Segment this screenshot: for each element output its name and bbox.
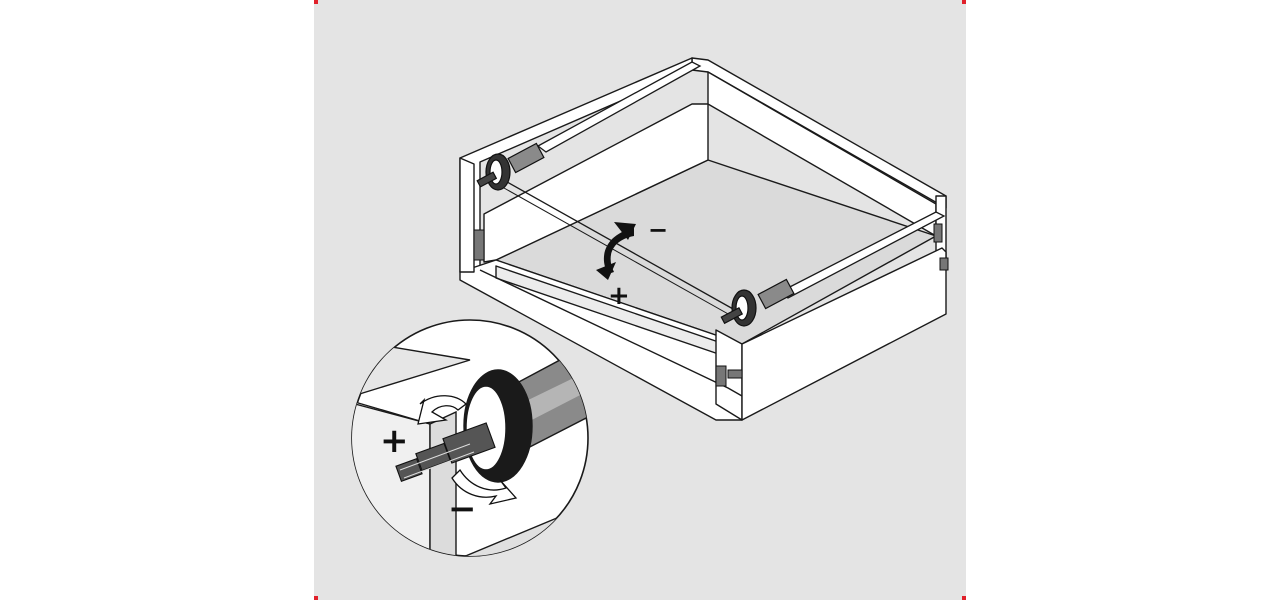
right-front-fitting: [715, 365, 727, 387]
left-adjusting-screw: [476, 171, 498, 188]
right-rail-adjuster: [720, 278, 795, 327]
cross-rail-edge: [503, 187, 747, 325]
right-adjusting-screw: [720, 306, 744, 325]
right-front-fitting-lower: [727, 369, 743, 379]
corner-accent-bottom-left: [314, 596, 318, 600]
side-fitting: [939, 257, 949, 271]
front-fittings: [473, 223, 949, 387]
detail-plus-label: +: [380, 421, 409, 461]
back-right-fitting: [933, 223, 943, 243]
main-plus-label: +: [608, 281, 630, 311]
corner-accent-top-left: [314, 0, 318, 4]
drawer-front-edge: [479, 269, 743, 397]
detail-adjusting-screw: [395, 422, 496, 482]
cross-rail: [499, 177, 743, 315]
detail-front-edge: [429, 410, 457, 556]
left-front-fitting: [473, 229, 485, 261]
detail-curved-arrows-icon: [417, 395, 518, 506]
corner-accent-top-right: [962, 0, 966, 4]
drawer-right-lower-panel: [741, 247, 947, 421]
left-rail-connector: [507, 142, 545, 174]
drawer-left-inner-wall: [483, 103, 709, 263]
left-rail-adjuster: [476, 142, 545, 191]
right-rail-connector: [757, 278, 795, 310]
left-gallery-rail: [536, 61, 702, 153]
detail-inset: + −: [351, 319, 589, 557]
rotation-arrow-icon: [596, 222, 636, 280]
detail-minus-label: −: [448, 489, 477, 529]
corner-accent-bottom-right: [962, 596, 966, 600]
drawer-left-front-upright: [459, 157, 475, 273]
main-minus-label: −: [648, 216, 668, 244]
drawer-body: [459, 57, 947, 421]
